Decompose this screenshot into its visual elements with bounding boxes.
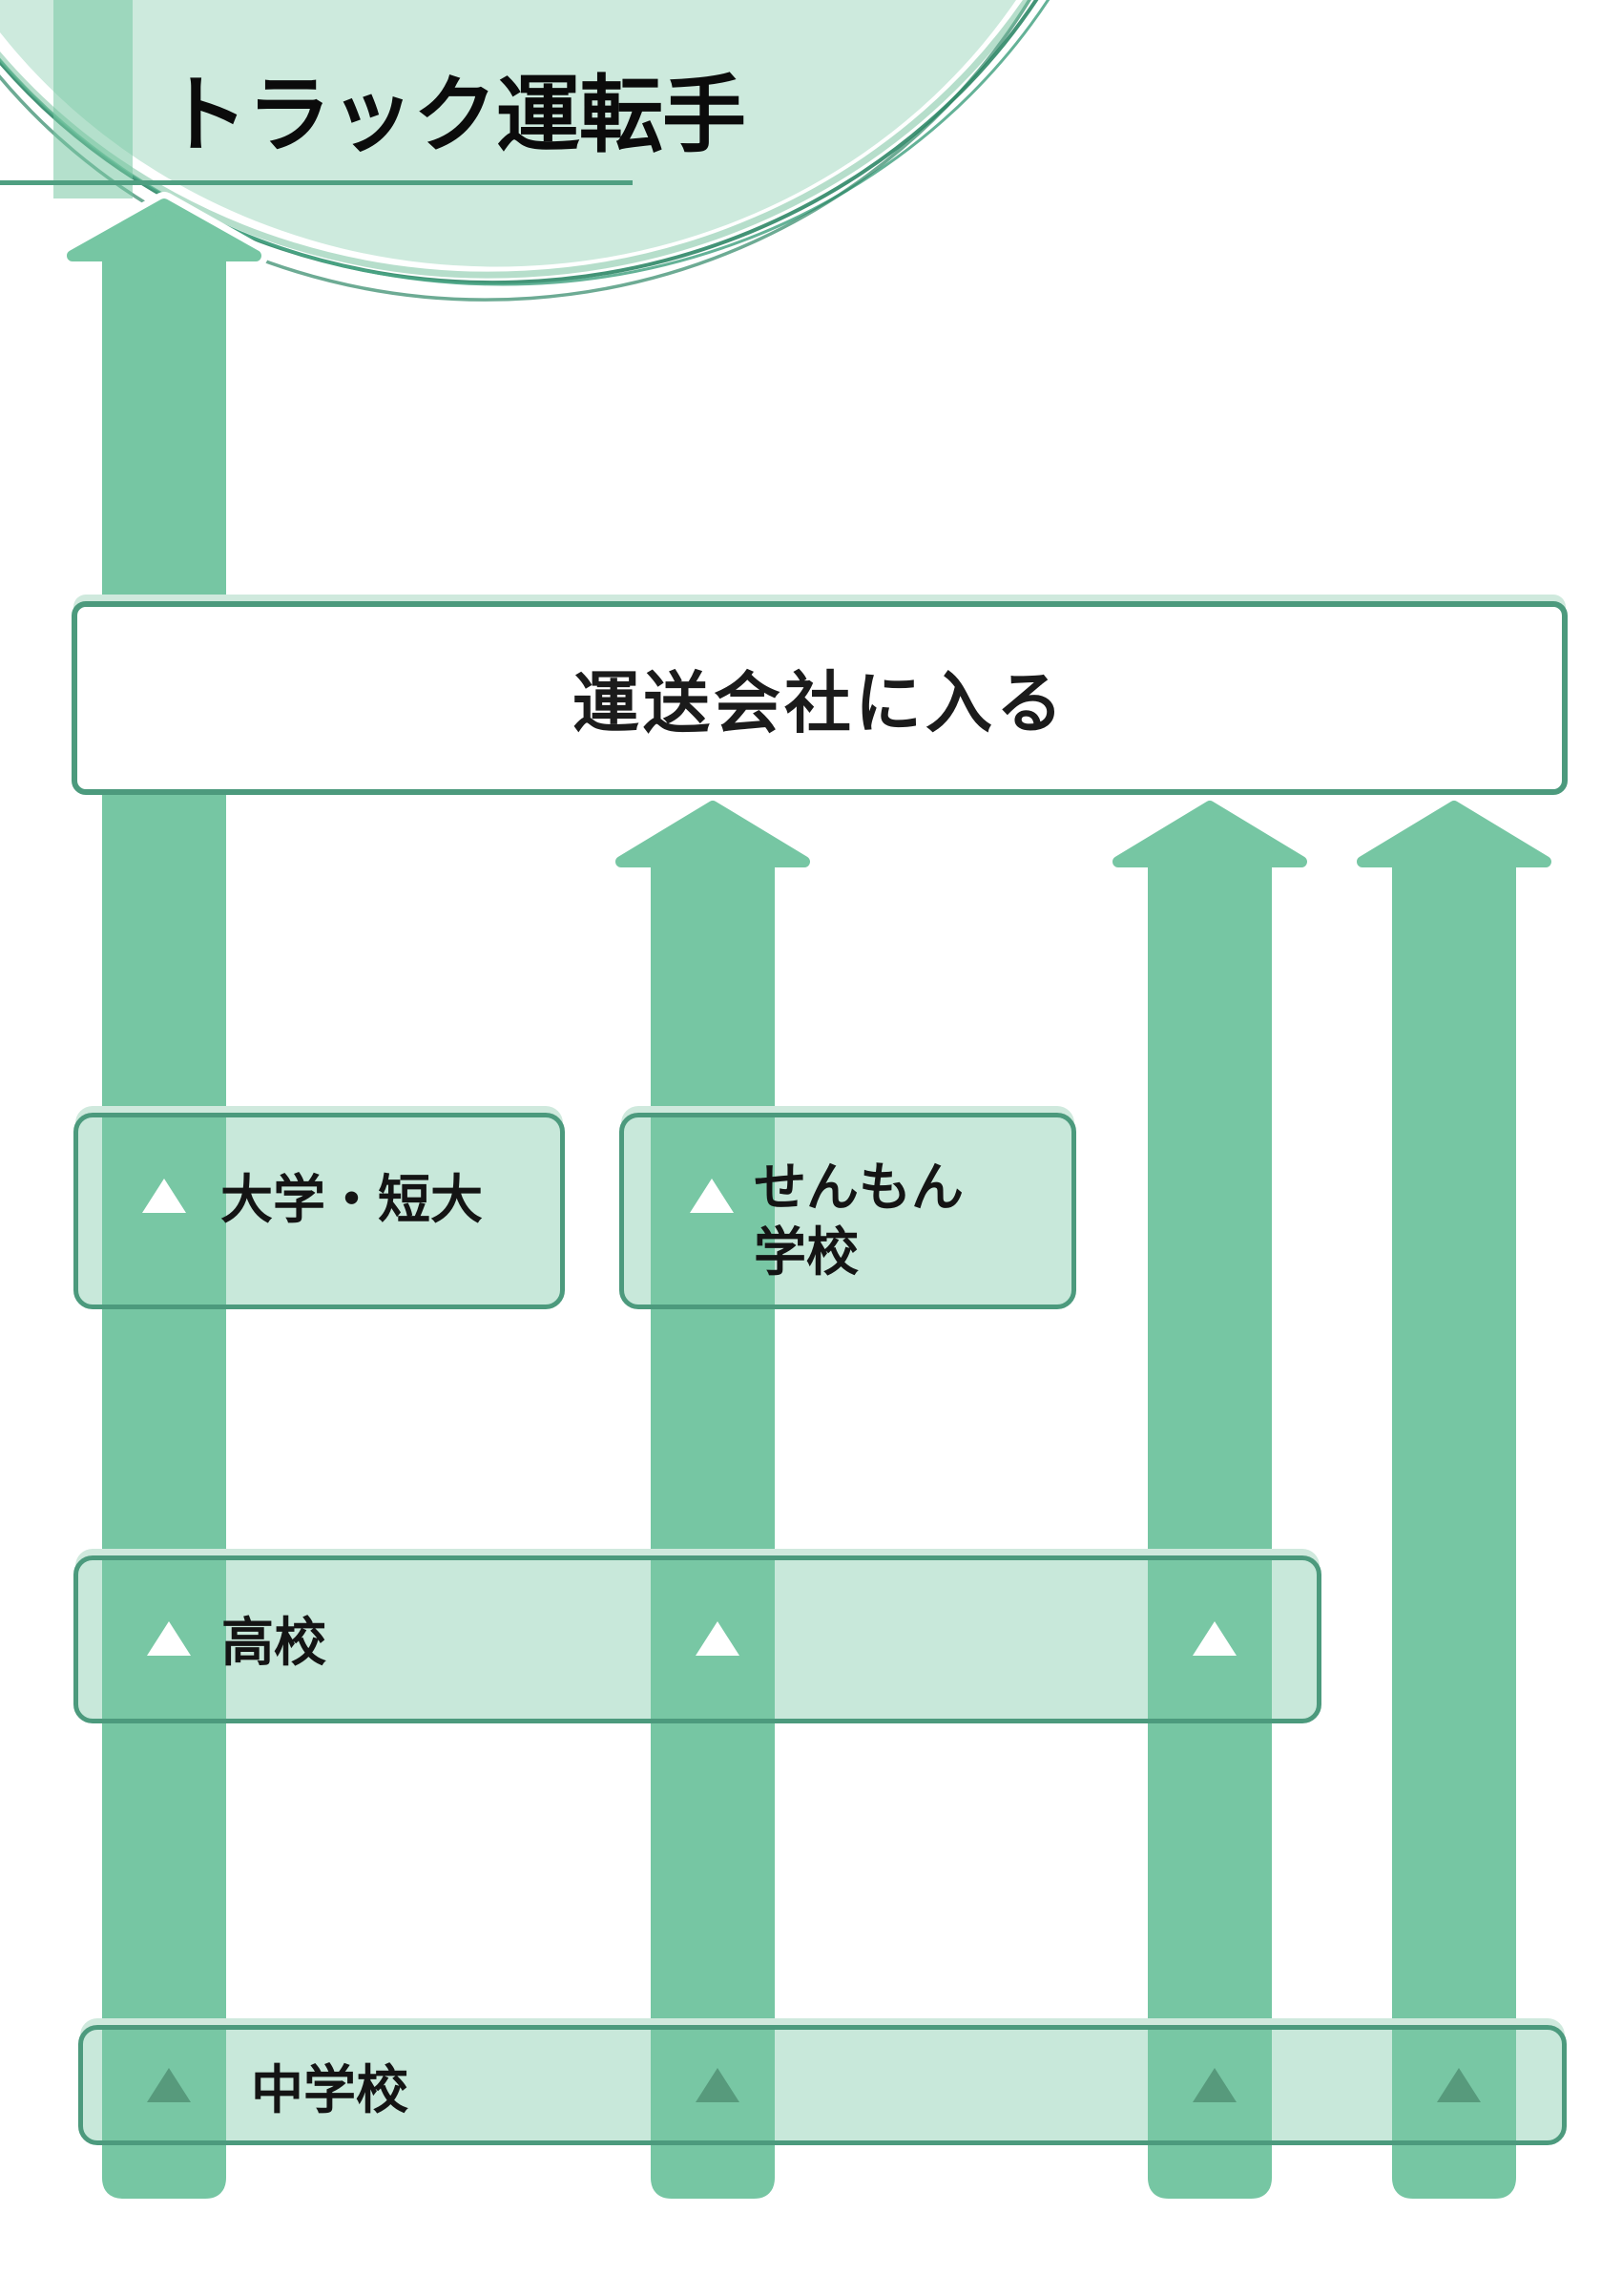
up-triangle-icon xyxy=(690,1179,734,1213)
up-triangle-icon xyxy=(1437,2068,1481,2102)
header-decoration xyxy=(0,0,1147,302)
up-triangle-icon xyxy=(147,1621,191,1656)
vocational-box-label-line2: 学校 xyxy=(754,1221,860,1283)
vocational-box-label-line1: せんもん xyxy=(754,1157,965,1218)
up-arrow-vocational-route xyxy=(615,801,810,2199)
up-triangle-icon xyxy=(696,1621,739,1656)
goal-box: 運送会社に入る xyxy=(72,601,1568,795)
up-arrow-highschool-route xyxy=(1113,801,1307,2199)
university-box: 大学・短大 xyxy=(73,1113,565,1309)
page-title: トラック運転手 xyxy=(164,65,746,164)
circle-sketch-outline xyxy=(0,0,1147,302)
juniorhigh-box: 中学校 xyxy=(78,2025,1567,2145)
goal-box-label: 運送会社に入る xyxy=(572,664,1067,742)
up-triangle-icon xyxy=(1193,2068,1237,2102)
up-arrow-direct-route xyxy=(1357,801,1551,2199)
up-triangle-icon xyxy=(696,2068,739,2102)
highschool-box-label: 高校 xyxy=(221,1612,327,1673)
vocational-box: せんもん 学校 xyxy=(619,1113,1076,1309)
accent-bar xyxy=(53,0,133,198)
decorative-circle xyxy=(0,0,1016,267)
university-box-label: 大学・短大 xyxy=(220,1169,484,1230)
juniorhigh-box-label: 中学校 xyxy=(251,2059,409,2120)
up-triangle-icon xyxy=(1193,1621,1237,1656)
up-triangle-icon xyxy=(147,2068,191,2102)
up-triangle-icon xyxy=(142,1179,186,1213)
title-underline xyxy=(0,180,633,185)
highschool-box: 高校 xyxy=(73,1555,1321,1723)
